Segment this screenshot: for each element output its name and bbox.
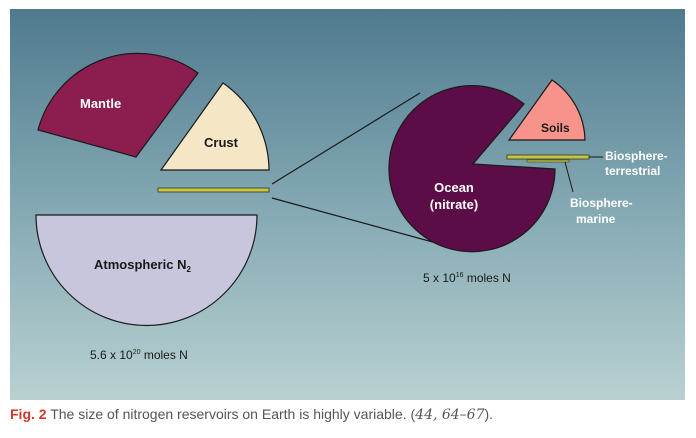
figure-number: Fig. 2 [10, 406, 47, 422]
soils-wedge [507, 79, 586, 141]
caption-end: ). [484, 406, 494, 422]
right-total-label: 5 x 1016 moles N [423, 271, 511, 285]
zoom-line-top [271, 92, 421, 185]
biosphere-marine-bar [526, 159, 570, 163]
biosphere-terrestrial-label-line1: Biosphere- [605, 149, 668, 163]
biosphere-terrestrial-bar [506, 154, 590, 160]
caption-text: The size of nitrogen reservoirs on Earth… [46, 406, 416, 422]
ocean-disk [388, 85, 556, 253]
reservoir-diagram: Mantle Crust Atmospheric N2 Ocean (nitra… [35, 52, 668, 362]
zoom-line-bottom [271, 197, 441, 245]
caption-references-link[interactable]: 44, 64–67 [415, 407, 485, 423]
mantle-label: Mantle [80, 96, 121, 111]
figure-caption: Fig. 2 The size of nitrogen reservoirs o… [10, 406, 690, 423]
soils-label: Soils [541, 121, 570, 135]
nitrogen-reservoir-figure: Mantle Crust Atmospheric N2 Ocean (nitra… [10, 9, 685, 400]
biosphere-terrestrial-label-line2: terrestrial [605, 164, 660, 178]
biosphere-marine-label-line1: Biosphere- [570, 196, 633, 210]
leader-marine [564, 161, 574, 193]
crust-wedge [159, 82, 270, 171]
biosphere-marine-label-line2: marine [576, 212, 616, 226]
crust-label: Crust [204, 135, 239, 150]
left-total-label: 5.6 x 1020 moles N [90, 348, 188, 362]
biosphere-bar-left [157, 187, 270, 193]
atmosphere-half-disk [35, 214, 258, 327]
mantle-wedge [37, 52, 199, 158]
ocean-label-line2: (nitrate) [430, 197, 478, 212]
atmospheric-label: Atmospheric N2 [94, 257, 191, 274]
ocean-label-line1: Ocean [434, 180, 474, 195]
